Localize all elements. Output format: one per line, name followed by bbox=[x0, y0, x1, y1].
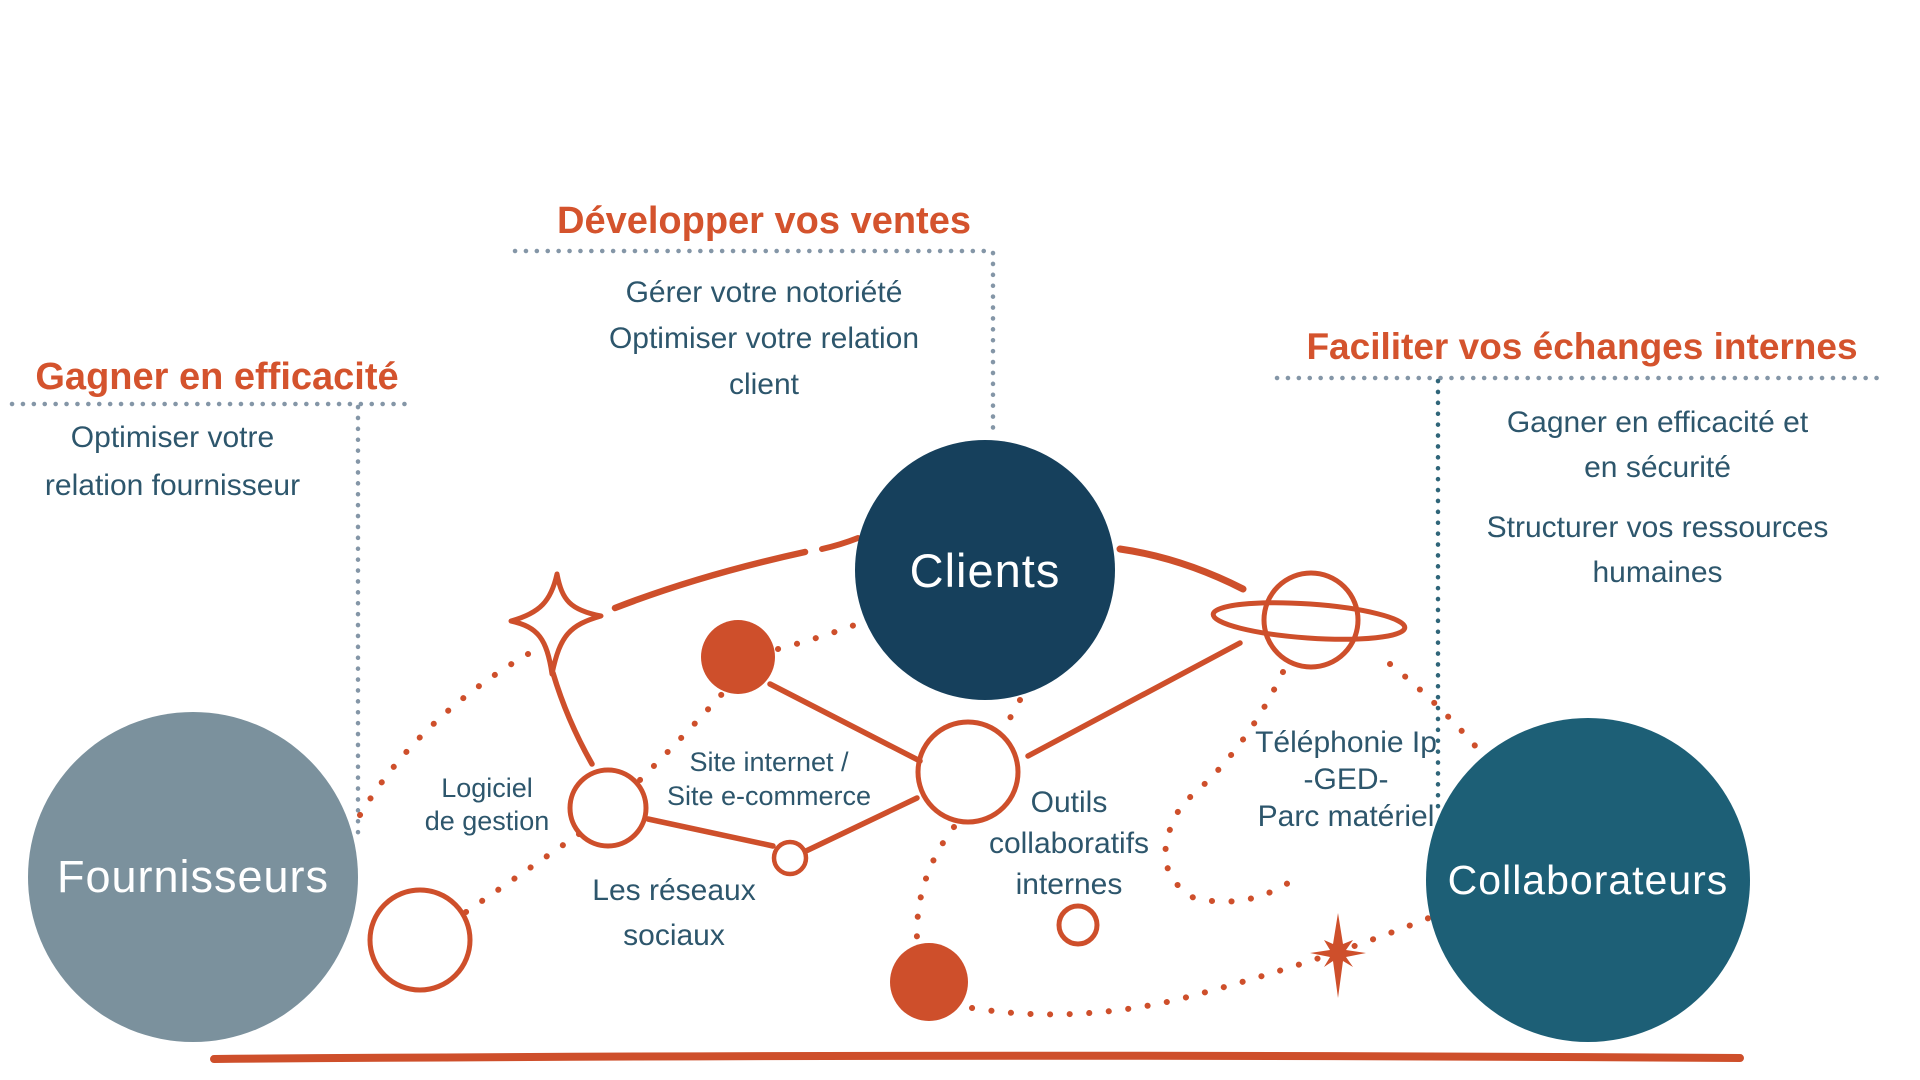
dotted-connector-saturn-collaborateurs bbox=[1387, 661, 1485, 757]
label-outils-collaboratifs: Outils collaboratifs internes bbox=[988, 786, 1150, 901]
ground-line bbox=[210, 1051, 1744, 1063]
right-subtitle-line: humaines bbox=[1592, 556, 1723, 589]
connector-outils-saturn bbox=[1025, 640, 1243, 759]
fournisseurs-node-label: Fournisseurs bbox=[56, 851, 330, 902]
connector-star-gestion bbox=[550, 670, 595, 767]
dotted-orbit-loop bbox=[1162, 669, 1300, 905]
dotted-connector-outils-dot bbox=[913, 824, 957, 943]
fournisseurs-node: Fournisseurs bbox=[28, 712, 358, 1042]
dotted-connector-dot-collaborateurs bbox=[969, 908, 1449, 1018]
top-subtitle-line: Gérer votre notoriété bbox=[625, 276, 903, 309]
right-subtitle-line: Gagner en efficacité et bbox=[1506, 406, 1809, 439]
connector-star-clients-tip bbox=[819, 535, 861, 552]
left-subtitle-line: relation fournisseur bbox=[44, 469, 301, 502]
dotted-connector-dot-clients bbox=[775, 620, 863, 652]
right-subtitle-line: en sécurité bbox=[1584, 451, 1731, 484]
small-node-circle-right bbox=[1056, 903, 1100, 947]
clients-node: Clients bbox=[855, 440, 1115, 700]
top-subtitle-line: client bbox=[728, 368, 800, 401]
filled-node-dot-bottom bbox=[890, 943, 968, 1021]
filled-node-dot-top bbox=[701, 620, 775, 694]
dotted-connector-gestion-dot bbox=[637, 691, 725, 783]
connector-gestion-smallcircle bbox=[645, 816, 776, 849]
left-section-title: Gagner en efficacité bbox=[35, 356, 399, 398]
top-section-subtitle: Gérer votre notoriété Optimiser votre re… bbox=[464, 270, 1064, 408]
top-section-title: Développer vos ventes bbox=[557, 200, 971, 242]
dotted-connector-circle-gestion bbox=[463, 829, 585, 915]
collaborateurs-node-label: Collaborateurs bbox=[1447, 856, 1729, 903]
connector-clients-saturn bbox=[1116, 545, 1247, 593]
label-site-internet: Site internet / Site e-commerce bbox=[666, 747, 872, 811]
four-point-star-icon bbox=[508, 571, 604, 677]
connector-dot-outils bbox=[767, 681, 923, 764]
label-logiciel-de-gestion: Logiciel de gestion bbox=[424, 773, 550, 836]
right-subtitle-line: Structurer vos ressources bbox=[1486, 511, 1829, 544]
right-section-subtitle: Gagner en efficacité et en sécurité Stru… bbox=[1400, 400, 1915, 595]
clients-node-label: Clients bbox=[909, 543, 1061, 597]
saturn-icon bbox=[1210, 570, 1408, 670]
connector-smallcircle-outils bbox=[803, 795, 920, 854]
label-telephonie-ged-parc: Téléphonie Ip -GED- Parc matériel bbox=[1255, 726, 1437, 833]
dotted-connector-clients-outils bbox=[1001, 697, 1023, 732]
small-node-circle-left bbox=[771, 839, 809, 877]
left-subtitle-line: Optimiser votre bbox=[70, 421, 275, 454]
collaborateurs-node: Collaborateurs bbox=[1426, 718, 1750, 1042]
fournisseur-node-circle bbox=[367, 887, 473, 993]
connector-star-clients bbox=[611, 548, 809, 612]
left-section-subtitle: Optimiser votre relation fournisseur bbox=[0, 414, 345, 510]
top-subtitle-line: Optimiser votre relation bbox=[608, 322, 920, 355]
label-reseaux-sociaux: Les réseaux sociaux bbox=[592, 874, 756, 952]
right-section-title: Faciliter vos échanges internes bbox=[1306, 326, 1858, 367]
dotted-connector-fournisseurs-star bbox=[357, 647, 538, 818]
gestion-node-circle bbox=[567, 767, 649, 849]
sparkle-icon bbox=[1310, 913, 1366, 998]
outils-node-circle bbox=[915, 719, 1021, 825]
